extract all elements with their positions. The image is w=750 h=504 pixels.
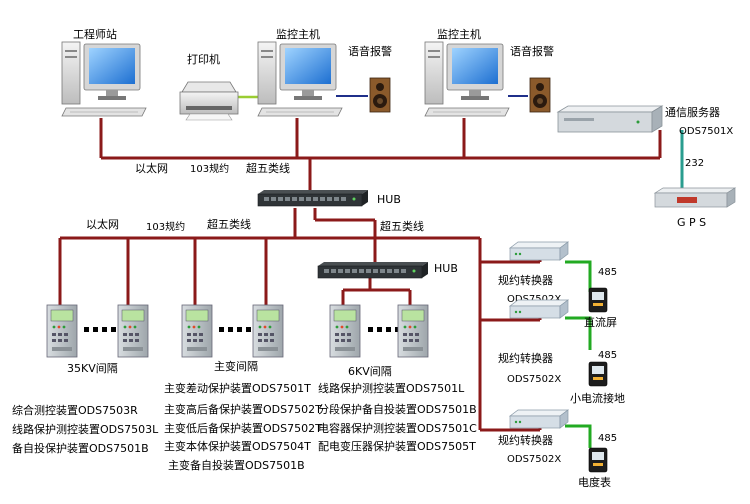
speaker-2[interactable] [529, 77, 551, 113]
monitor-host-1-label: 监控主机 [276, 27, 320, 41]
device-6kv: 分段保护备自投装置ODS7501B [318, 402, 477, 416]
converter-3-name: 规约转换器 [498, 433, 553, 447]
device-6kv: 线路保护测控装置ODS7501L [318, 381, 465, 395]
converter-1-target: 直流屏 [584, 315, 617, 329]
converter-2-link: 485 [598, 350, 617, 361]
device-35kv: 线路保护测控装置ODS7503L [12, 422, 159, 436]
converter-2-target: 小电流接地 [570, 391, 625, 405]
top-cable-label: 超五类线 [246, 161, 290, 175]
gps-label: G P S [677, 216, 706, 229]
monitor-host-2[interactable] [424, 41, 510, 117]
top-ethernet-label: 以太网 [135, 162, 168, 175]
device-main: 主变备自投装置ODS7501B [168, 458, 305, 472]
relay-main-first[interactable] [181, 304, 213, 358]
mid-cable-right-label: 超五类线 [380, 219, 424, 233]
voice-alarm-1-label: 语音报警 [348, 44, 392, 58]
device-main: 主变本体保护装置ODS7504T [164, 439, 311, 453]
comm-server-model: ODS7501X [679, 126, 733, 137]
engineer-station-label: 工程师站 [73, 27, 117, 41]
devices-6kv-list: 线路保护测控装置ODS7501L 分段保护备自投装置ODS7501B 电容器保护… [318, 381, 477, 453]
hub-2-label: HUB [434, 262, 458, 275]
mid-ethernet-label: 以太网 [86, 218, 119, 231]
converter-2-name: 规约转换器 [498, 351, 553, 365]
protocol-converter-2[interactable] [509, 299, 569, 319]
top-protocol-label: 103规约 [190, 162, 229, 175]
ground-fault-terminal[interactable] [588, 361, 608, 387]
device-6kv: 电容器保护测控装置ODS7501C [318, 421, 477, 435]
device-main: 主变高后备保护装置ODS7502T [164, 402, 322, 416]
dc-panel-terminal[interactable] [588, 287, 608, 313]
bay-main-title: 主变间隔 [214, 359, 258, 373]
relay-6kv-last[interactable] [397, 304, 429, 358]
ellipsis-6kv [368, 327, 400, 332]
relay-6kv-first[interactable] [329, 304, 361, 358]
relay-main-last[interactable] [252, 304, 284, 358]
converter-1-link: 485 [598, 267, 617, 278]
devices-35kv-list: 综合测控装置ODS7503R 线路保护测控装置ODS7503L 备自投保护装置O… [12, 403, 159, 455]
ellipsis-main [219, 327, 251, 332]
monitor-host-1[interactable] [257, 41, 343, 117]
device-35kv: 备自投保护装置ODS7501B [12, 441, 149, 455]
monitor-host-2-label: 监控主机 [437, 27, 481, 41]
converter-3-link: 485 [598, 433, 617, 444]
hub-1-label: HUB [377, 193, 401, 206]
device-6kv: 配电变压器保护装置ODS7505T [318, 439, 476, 453]
mid-cable-label: 超五类线 [207, 217, 251, 231]
ellipsis-35kv [84, 327, 116, 332]
speaker-1[interactable] [369, 77, 391, 113]
bay-6kv-title: 6KV间隔 [348, 365, 392, 378]
hub-1[interactable] [257, 189, 369, 207]
device-main: 主变低后备保护装置ODS7502T [164, 421, 322, 435]
device-35kv: 综合测控装置ODS7503R [12, 403, 138, 417]
protocol-converter-1[interactable] [509, 241, 569, 261]
link-232-label: 232 [685, 158, 704, 169]
hub-2[interactable] [317, 261, 429, 279]
gps-unit[interactable] [653, 187, 737, 208]
rs485-wires [565, 260, 592, 448]
protocol-converter-3[interactable] [509, 409, 569, 429]
communication-server[interactable] [556, 105, 664, 133]
converter-3-model: ODS7502X [507, 454, 561, 465]
relay-35kv-first[interactable] [46, 304, 78, 358]
converter-3-target: 电度表 [578, 475, 611, 489]
converter-1-model: ODS7502X [507, 294, 561, 305]
voice-alarm-2-label: 语音报警 [510, 44, 554, 58]
relay-35kv-last[interactable] [117, 304, 149, 358]
bay-35kv-title: 35KV间隔 [67, 362, 118, 375]
printer[interactable] [179, 81, 239, 121]
ethernet-bus-wires [58, 118, 662, 432]
devices-main-list: 主变差动保护装置ODS7501T 主变高后备保护装置ODS7502T 主变低后备… [164, 381, 322, 472]
comm-server-label: 通信服务器 [665, 106, 720, 119]
engineer-workstation[interactable] [61, 41, 147, 117]
energy-meter-terminal[interactable] [588, 447, 608, 473]
converter-2-model: ODS7502X [507, 374, 561, 385]
printer-label: 打印机 [187, 52, 220, 66]
converter-1-name: 规约转换器 [498, 273, 553, 287]
device-main: 主变差动保护装置ODS7501T [164, 381, 311, 395]
mid-protocol-label: 103规约 [146, 220, 185, 233]
